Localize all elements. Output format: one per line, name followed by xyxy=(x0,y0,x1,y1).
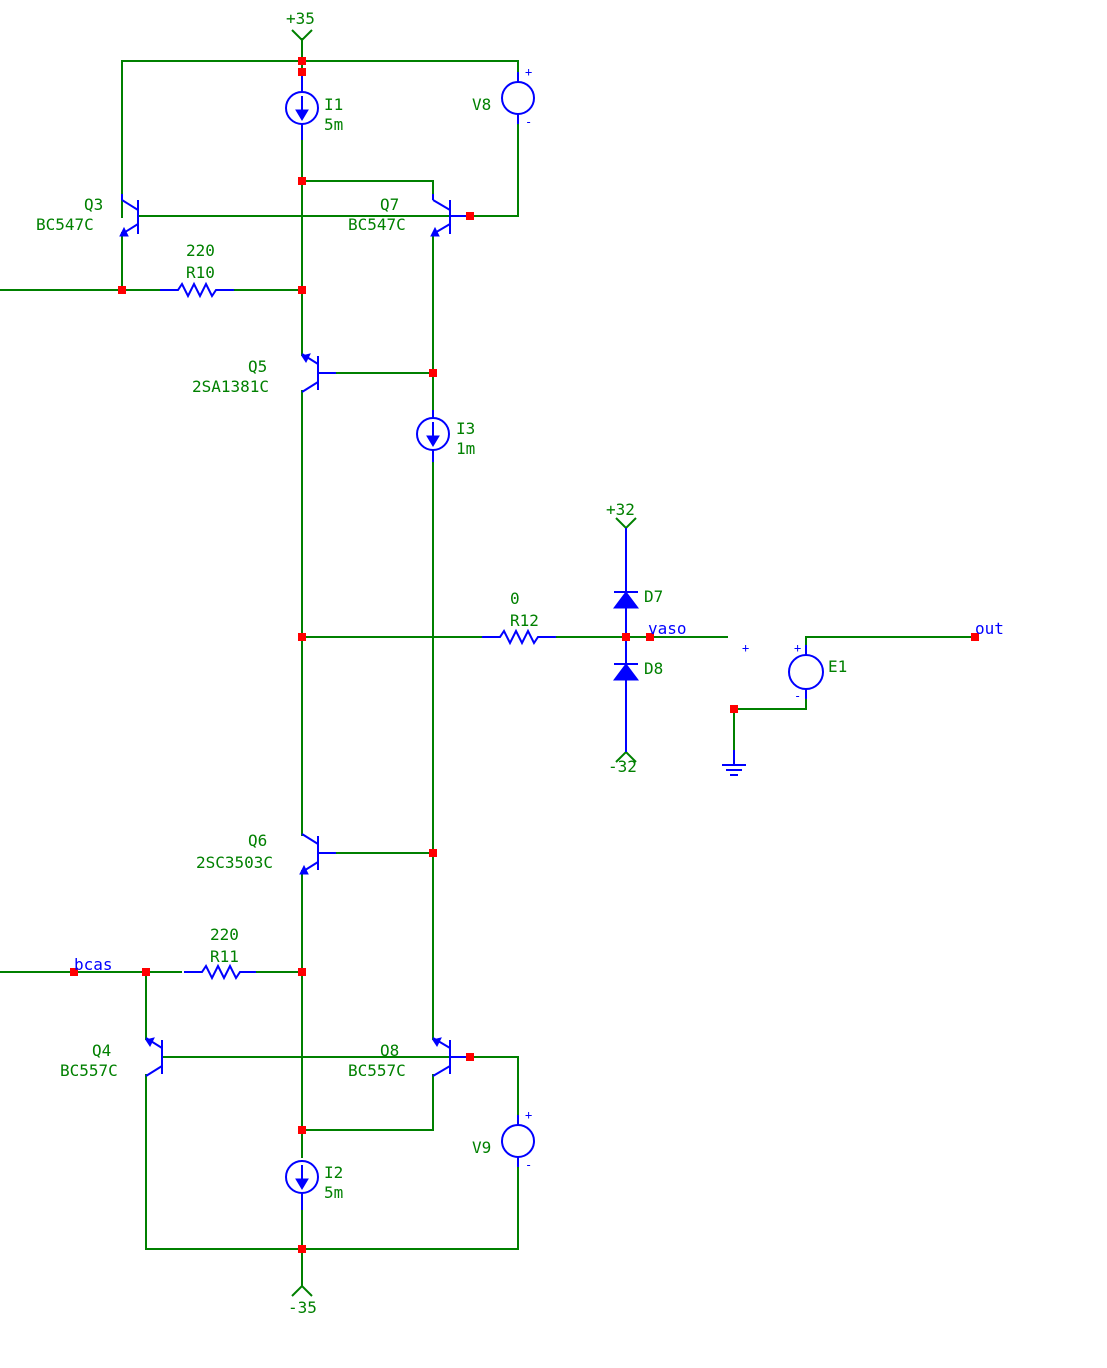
node xyxy=(70,968,78,976)
label-q5-name: Q5 xyxy=(248,357,267,376)
diode-d7 xyxy=(613,528,639,637)
wire-e1-out xyxy=(805,636,975,654)
node xyxy=(142,968,150,976)
polarity-v9-plus: + xyxy=(525,1108,532,1122)
node xyxy=(298,68,306,76)
transistor-q3 xyxy=(119,194,139,237)
wire-bottom-rail xyxy=(145,1074,519,1250)
supply-arrow-plus32 xyxy=(615,517,637,530)
label-q4-name: Q4 xyxy=(92,1041,111,1060)
resistor-r12 xyxy=(482,628,556,646)
node xyxy=(429,849,437,857)
current-source-i2 xyxy=(285,1160,319,1210)
polarity-v9-minus: - xyxy=(525,1158,532,1172)
voltage-source-v9 xyxy=(501,1115,535,1167)
ground-symbol xyxy=(722,750,746,776)
supply-label-minus32: -32 xyxy=(608,757,637,776)
label-q6-model: 2SC3503C xyxy=(196,853,273,872)
current-source-i3 xyxy=(416,410,450,462)
node xyxy=(298,1126,306,1134)
supply-symbols xyxy=(291,29,637,1297)
wire-top-rail xyxy=(121,60,519,218)
wire-e1-ground xyxy=(733,690,807,765)
diode-d8 xyxy=(613,637,639,752)
node xyxy=(730,705,738,713)
net-label-out: out xyxy=(975,619,1004,638)
supply-label-plus32: +32 xyxy=(606,500,635,519)
current-source-i1 xyxy=(285,72,319,140)
node xyxy=(466,212,474,220)
label-v9-name: V9 xyxy=(472,1138,491,1157)
transistor-q6 xyxy=(299,833,336,875)
wires xyxy=(0,38,975,1286)
net-label-vaso: vaso xyxy=(648,619,687,638)
label-i1-value: 5m xyxy=(324,115,343,134)
node xyxy=(646,633,654,641)
supply-arrow-minus35 xyxy=(291,1284,313,1297)
label-q3-name: Q3 xyxy=(84,195,103,214)
resistor-r10 xyxy=(160,281,234,299)
transistor-q4 xyxy=(145,1037,163,1077)
label-r10-value: 220 xyxy=(186,241,215,260)
node xyxy=(298,1245,306,1253)
polarity-e1-in-plus: + xyxy=(742,641,749,655)
node xyxy=(298,177,306,185)
label-e1-name: E1 xyxy=(828,657,847,676)
label-d7-name: D7 xyxy=(644,587,663,606)
supply-arrow-plus35 xyxy=(291,29,313,42)
label-r10-name: R10 xyxy=(186,263,215,282)
node xyxy=(298,57,306,65)
label-q5-model: 2SA1381C xyxy=(192,377,269,396)
transistor-q7 xyxy=(430,194,470,237)
node xyxy=(298,633,306,641)
supply-label-minus35: -35 xyxy=(288,1298,317,1317)
labels: +35 -35 +32 -32 I1 5m I2 5m I3 1m V8 V9 … xyxy=(36,9,1004,1317)
label-q7-model: BC547C xyxy=(348,215,406,234)
polarity-v8-minus: - xyxy=(525,115,532,129)
label-d8-name: D8 xyxy=(644,659,663,678)
polarity-e1-minus: - xyxy=(794,689,801,703)
nodes xyxy=(70,57,979,1253)
node xyxy=(298,968,306,976)
node xyxy=(429,369,437,377)
wire-q8-collector xyxy=(302,1074,434,1131)
transistor-q5 xyxy=(301,353,336,393)
wire-q7-collector xyxy=(302,180,434,200)
label-r12-name: R12 xyxy=(510,611,539,630)
node xyxy=(971,633,979,641)
node xyxy=(622,633,630,641)
label-i2-value: 5m xyxy=(324,1183,343,1202)
node xyxy=(298,286,306,294)
label-q4-model: BC557C xyxy=(60,1061,118,1080)
polarity-v8-plus: + xyxy=(525,65,532,79)
label-q6-name: Q6 xyxy=(248,831,267,850)
resistor-r11 xyxy=(184,963,256,981)
label-q8-name: Q8 xyxy=(380,1041,399,1060)
voltage-source-e1 xyxy=(788,645,824,699)
polarity-e1-plus: + xyxy=(794,641,801,655)
label-i3-value: 1m xyxy=(456,439,475,458)
label-q8-model: BC557C xyxy=(348,1061,406,1080)
label-q3-model: BC547C xyxy=(36,215,94,234)
label-r12-value: 0 xyxy=(510,589,520,608)
label-i2-name: I2 xyxy=(324,1163,343,1182)
net-label-bcas: bcas xyxy=(74,955,113,974)
supply-label-plus35: +35 xyxy=(286,9,315,28)
label-v8-name: V8 xyxy=(472,95,491,114)
label-r11-name: R11 xyxy=(210,947,239,966)
voltage-source-v8 xyxy=(501,72,535,124)
label-i1-name: I1 xyxy=(324,95,343,114)
node xyxy=(118,286,126,294)
node xyxy=(466,1053,474,1061)
label-r11-value: 220 xyxy=(210,925,239,944)
label-i3-name: I3 xyxy=(456,419,475,438)
label-q7-name: Q7 xyxy=(380,195,399,214)
wire-v8-to-q7-base xyxy=(470,118,519,217)
wire-q8-base-to-v9 xyxy=(470,1056,519,1123)
